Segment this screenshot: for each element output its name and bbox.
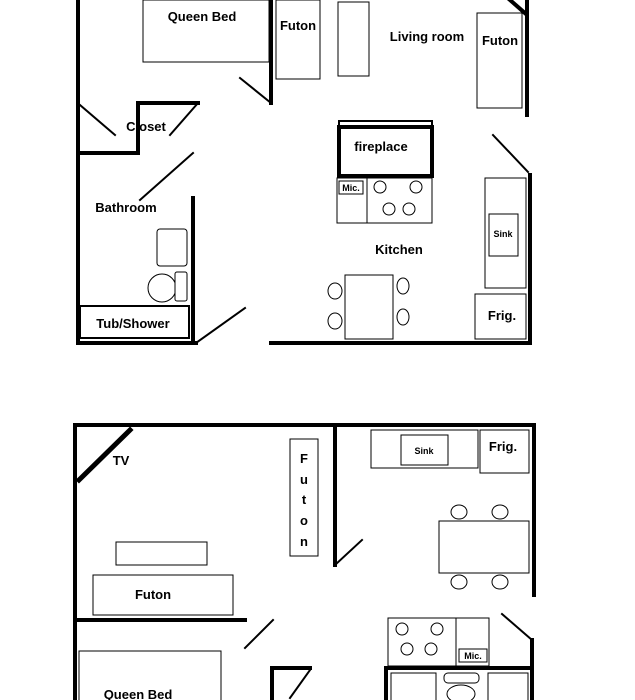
top-chair xyxy=(327,312,343,330)
bottom-bath-fixture-right xyxy=(487,672,529,700)
bottom-futon-letter: n xyxy=(300,534,308,549)
top-kitchen-label: Kitchen xyxy=(375,242,423,257)
bottom-burner xyxy=(424,642,438,656)
top-dining-table xyxy=(344,274,394,340)
bottom-futon-vertical xyxy=(289,438,319,557)
bottom-burner xyxy=(400,642,414,656)
top-bathroom-door xyxy=(138,151,195,202)
bottom-fridge-label: Frig. xyxy=(489,439,517,454)
bottom-bedroom-door xyxy=(243,618,275,650)
bottom-tv-label: TV xyxy=(113,453,130,468)
bottom-queen-bed-label: Queen Bed xyxy=(104,687,173,700)
bottom-burner xyxy=(395,622,409,636)
top-burner xyxy=(409,180,423,194)
top-living-room-label: Living room xyxy=(390,29,464,44)
bottom-chair xyxy=(450,574,468,590)
top-kitchen-door xyxy=(491,133,530,174)
top-closet-door-right xyxy=(168,101,200,137)
top-sink-label: Sink xyxy=(493,229,513,239)
bottom-futon-label: Futon xyxy=(135,587,171,602)
bottom-closet-door xyxy=(288,668,312,700)
top-chair xyxy=(327,282,343,300)
bottom-queen-bed xyxy=(78,650,222,700)
bottom-burner xyxy=(430,622,444,636)
bottom-sink-label: Sink xyxy=(414,446,434,456)
top-closet-door-left xyxy=(78,103,117,137)
top-tub-shower xyxy=(79,305,190,339)
bottom-living-door xyxy=(333,538,364,567)
top-toilet-tank xyxy=(174,271,188,302)
bottom-microwave xyxy=(458,648,488,663)
bottom-toilet-tank xyxy=(443,672,480,684)
bottom-futon-letter: u xyxy=(300,472,308,487)
bottom-futon xyxy=(92,574,234,616)
top-futon-right xyxy=(476,12,523,109)
top-microwave xyxy=(338,180,364,195)
top-microwave-label: Mic. xyxy=(342,183,360,193)
bottom-chair xyxy=(491,504,509,520)
bottom-futon-letter: F xyxy=(300,451,308,466)
top-burner xyxy=(373,180,387,194)
top-toilet-bowl xyxy=(147,273,177,303)
top-futon-right-label: Futon xyxy=(482,33,518,48)
top-corner-door xyxy=(507,0,529,17)
top-sink xyxy=(488,213,519,257)
bottom-coffee-table xyxy=(115,541,208,566)
top-futon-left-label: Futon xyxy=(280,18,316,33)
top-chair xyxy=(396,308,410,326)
top-fridge xyxy=(474,293,527,340)
bottom-microwave-label: Mic. xyxy=(464,651,482,661)
bottom-kitchen-door xyxy=(500,612,534,642)
top-fridge-label: Frig. xyxy=(488,308,516,323)
bottom-toilet-bowl xyxy=(446,684,476,700)
top-chair xyxy=(396,277,410,295)
bottom-chair xyxy=(491,574,509,590)
bottom-futon-letter: t xyxy=(302,492,307,507)
top-bathroom-vanity xyxy=(156,228,188,267)
top-floor-plan: Queen Bed Futon Living room Futon Closet… xyxy=(76,0,532,345)
top-table xyxy=(337,1,370,77)
top-queen-bed-label: Queen Bed xyxy=(168,9,237,24)
bottom-floor-plan: TV F u t o n Sink Frig. Futon Mic. xyxy=(73,423,536,700)
top-fireplace xyxy=(337,125,434,178)
top-burner xyxy=(382,202,396,216)
bottom-fridge xyxy=(479,429,530,474)
top-entry-door xyxy=(194,306,247,345)
top-queen-bed xyxy=(142,0,270,63)
top-bedroom-door xyxy=(238,76,273,105)
bottom-tv-corner xyxy=(75,426,134,484)
top-fireplace-label: fireplace xyxy=(354,139,407,154)
bottom-chair xyxy=(450,504,468,520)
top-tub-shower-label: Tub/Shower xyxy=(96,316,169,331)
top-closet-label: Closet xyxy=(126,119,166,134)
top-burner xyxy=(402,202,416,216)
bottom-futon-letter: o xyxy=(300,513,308,528)
bottom-dining-table xyxy=(438,520,530,574)
bottom-bath-fixture-left xyxy=(390,672,437,700)
top-futon-left xyxy=(275,0,321,80)
bottom-sink xyxy=(400,434,449,466)
top-bathroom-label: Bathroom xyxy=(95,200,156,215)
